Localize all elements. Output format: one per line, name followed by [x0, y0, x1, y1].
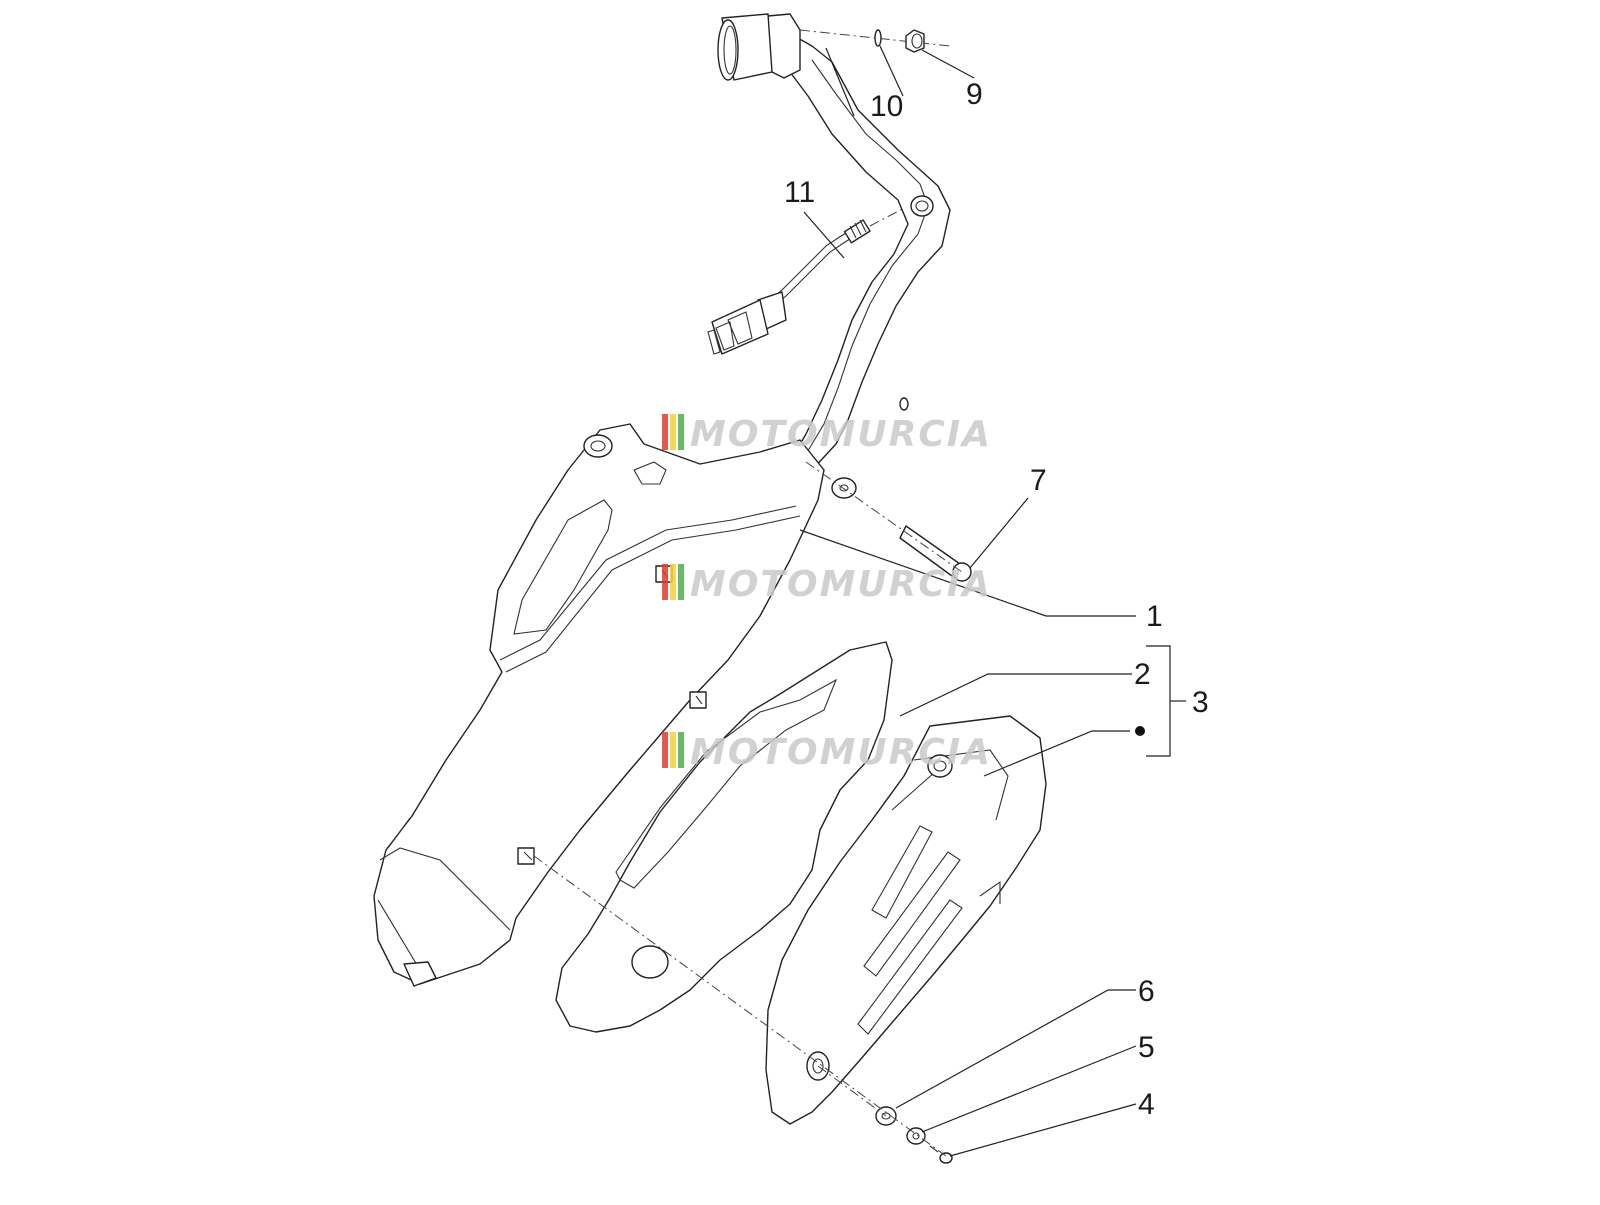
watermark-text: MOTOMURCIA [690, 414, 992, 455]
flat-washer-part [906, 1127, 926, 1145]
exhaust-header-pipe [717, 13, 951, 471]
callout-5: 5 [1138, 1031, 1155, 1064]
leader-lines [799, 47, 1186, 1157]
callout-2: 2 [1134, 658, 1151, 691]
callout-labels: 1 2 3 4 5 6 7 9 10 11 [784, 78, 1209, 1121]
heat-shield-gasket-part [555, 641, 893, 1033]
callout-10: 10 [870, 90, 903, 123]
callout-6: 6 [1138, 975, 1155, 1008]
callout-4: 4 [1138, 1088, 1155, 1121]
callout-7: 7 [1030, 464, 1047, 497]
muffler-body-part [373, 423, 825, 987]
watermark-logo: MOTOMURCIA [662, 414, 992, 455]
watermark-stripes [662, 732, 684, 768]
kit-reference-dot [1135, 726, 1145, 736]
callout-11: 11 [784, 176, 815, 209]
watermark-text: MOTOMURCIA [690, 732, 992, 773]
callout-1: 1 [1146, 600, 1163, 633]
callout-9: 9 [966, 78, 983, 111]
watermark-stripes [662, 414, 684, 450]
lambda-sensor-part [707, 205, 909, 355]
mounting-bolt-part [831, 397, 972, 582]
watermark-text: MOTOMURCIA [690, 564, 992, 605]
callout-3: 3 [1192, 686, 1209, 719]
flange-washer-part [874, 29, 904, 97]
watermark-logo: MOTOMURCIA [662, 732, 992, 773]
watermark-stripes [662, 564, 684, 600]
screw-part [929, 1145, 953, 1164]
assembly-axis-lines [533, 461, 963, 1157]
heat-shield-cover-part [765, 715, 1047, 1125]
watermark-logo: MOTOMURCIA [662, 564, 992, 605]
flange-nut-part [905, 29, 975, 79]
